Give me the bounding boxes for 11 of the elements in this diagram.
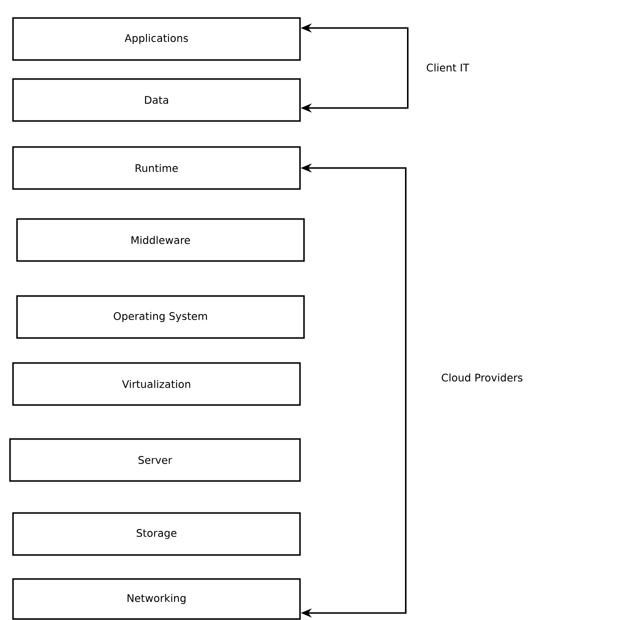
layer-box: Storage	[12, 512, 301, 556]
layer-box: Data	[12, 78, 301, 122]
layer-box: Applications	[12, 17, 301, 61]
layer-box: Runtime	[12, 146, 301, 190]
edge-label: Cloud Providers	[442, 373, 522, 382]
layer-box: Networking	[12, 578, 301, 620]
layer-box: Operating System	[16, 295, 305, 339]
layer-box: Middleware	[16, 218, 305, 262]
layer-box: Server	[9, 438, 301, 482]
layer-box: Virtualization	[12, 362, 301, 406]
edge-label: Client IT	[426, 63, 470, 72]
